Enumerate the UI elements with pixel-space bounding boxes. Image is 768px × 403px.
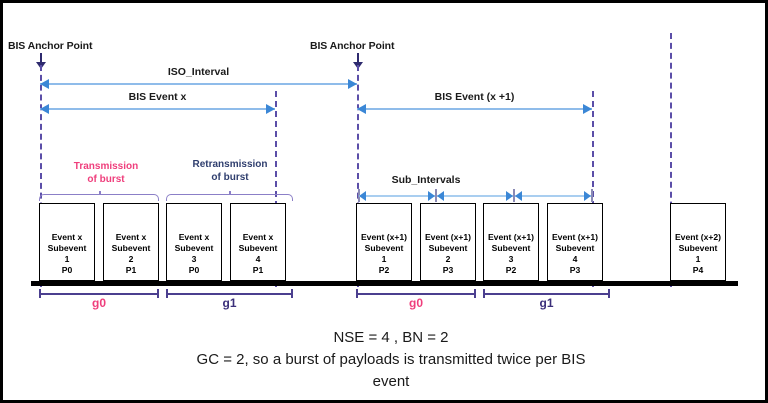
caption-line-2: GC = 2, so a burst of payloads is transm… xyxy=(196,351,586,368)
subevent-index: 1 xyxy=(695,254,701,264)
subevent-box: Event (x+1) Subevent 3 P2 xyxy=(483,203,539,281)
subevent-box: Event x Subevent 4 P1 xyxy=(230,203,286,281)
iso-interval-arrow xyxy=(40,79,357,89)
subevent-word: Subevent xyxy=(678,243,718,253)
sub-intervals-label: Sub_Intervals xyxy=(391,174,461,186)
subevent-payload: P3 xyxy=(569,265,581,275)
subevent-event: Event x xyxy=(115,232,147,242)
guide-line-event-x1-end xyxy=(592,91,594,287)
subevent-index: 2 xyxy=(445,254,451,264)
retransmission-line-1: Retransmission xyxy=(192,159,268,170)
retransmission-brace xyxy=(166,191,293,201)
subevent-word: Subevent xyxy=(364,243,404,253)
subevent-word: Subevent xyxy=(47,243,87,253)
sub-interval-arrow-1 xyxy=(359,191,435,201)
subevent-event: Event (x+1) xyxy=(360,232,408,242)
subevent-word: Subevent xyxy=(491,243,531,253)
gap-label-g1-2: g1 xyxy=(539,296,554,310)
subevent-word: Subevent xyxy=(555,243,595,253)
subevent-payload: P0 xyxy=(188,265,200,275)
subevent-payload: P2 xyxy=(505,265,517,275)
bis-event-x-label: BIS Event x xyxy=(128,91,187,103)
subevent-box: Event (x+1) Subevent 2 P3 xyxy=(420,203,476,281)
gap-bar-g1-1 xyxy=(166,289,293,298)
subevent-word: Subevent xyxy=(111,243,151,253)
timeline-baseline xyxy=(31,281,738,286)
subevent-payload: P3 xyxy=(442,265,454,275)
subevent-index: 1 xyxy=(64,254,70,264)
subevent-box: Event (x+1) Subevent 4 P3 xyxy=(547,203,603,281)
caption-block: NSE = 4 , BN = 2 GC = 2, so a burst of p… xyxy=(3,327,765,393)
retransmission-of-burst-label: Retransmission of burst xyxy=(165,158,295,184)
subevent-payload: P1 xyxy=(252,265,264,275)
subevent-word: Subevent xyxy=(238,243,278,253)
gap-bar-g0-1 xyxy=(39,289,159,298)
guide-line-event-x-end xyxy=(275,91,277,287)
transmission-brace xyxy=(39,191,159,201)
subevent-index: 4 xyxy=(572,254,578,264)
bis-event-x-plus-1-label: BIS Event (x +1) xyxy=(434,91,515,103)
transmission-of-burst-label: Transmission of burst xyxy=(46,160,166,186)
anchor-point-label-2: BIS Anchor Point xyxy=(310,40,395,52)
guide-line-anchor-1 xyxy=(40,65,42,287)
subevent-box: Event x Subevent 2 P1 xyxy=(103,203,159,281)
sub-interval-tick-3 xyxy=(513,189,515,202)
guide-line-anchor-2 xyxy=(357,65,359,287)
bis-event-x-arrow xyxy=(40,104,275,114)
subevent-event: Event x xyxy=(242,232,274,242)
subevent-event: Event (x+2) xyxy=(674,232,722,242)
sub-interval-tick-1 xyxy=(358,189,360,202)
subevent-index: 4 xyxy=(255,254,261,264)
caption-line-3: event xyxy=(372,373,410,390)
sub-interval-tick-4 xyxy=(591,189,593,202)
subevent-payload: P1 xyxy=(125,265,137,275)
subevent-box: Event (x+2) Subevent 1 P4 xyxy=(670,203,726,281)
subevent-event: Event (x+1) xyxy=(551,232,599,242)
subevent-payload: P0 xyxy=(61,265,73,275)
gap-label-g0-1: g0 xyxy=(91,296,106,310)
gap-bar-g0-2 xyxy=(356,289,476,298)
transmission-line-2: of burst xyxy=(87,174,125,185)
subevent-index: 3 xyxy=(191,254,197,264)
sub-interval-tick-2 xyxy=(435,189,437,202)
anchor-point-label-1: BIS Anchor Point xyxy=(8,40,93,52)
subevent-box: Event x Subevent 3 P0 xyxy=(166,203,222,281)
subevent-index: 3 xyxy=(508,254,514,264)
subevent-box: Event x Subevent 1 P0 xyxy=(39,203,95,281)
subevent-event: Event (x+1) xyxy=(424,232,472,242)
sub-interval-arrow-3 xyxy=(515,191,591,201)
subevent-payload: P4 xyxy=(692,265,704,275)
subevent-box: Event (x+1) Subevent 1 P2 xyxy=(356,203,412,281)
subevent-event: Event (x+1) xyxy=(487,232,535,242)
sub-interval-arrow-2 xyxy=(437,191,513,201)
subevent-payload: P2 xyxy=(378,265,390,275)
caption-line-1: NSE = 4 , BN = 2 xyxy=(333,329,449,346)
guide-line-event-x2 xyxy=(670,33,672,287)
subevent-word: Subevent xyxy=(428,243,468,253)
gap-label-g0-2: g0 xyxy=(408,296,423,310)
gap-bar-g1-2 xyxy=(483,289,610,298)
gap-label-g1-1: g1 xyxy=(222,296,237,310)
transmission-line-1: Transmission xyxy=(73,161,139,172)
subevent-event: Event x xyxy=(178,232,210,242)
subevent-index: 2 xyxy=(128,254,134,264)
retransmission-line-2: of burst xyxy=(211,172,249,183)
subevent-word: Subevent xyxy=(174,243,214,253)
bis-event-x-plus-1-arrow xyxy=(357,104,592,114)
subevent-event: Event x xyxy=(51,232,83,242)
iso-interval-label: ISO_Interval xyxy=(167,66,230,78)
subevent-index: 1 xyxy=(381,254,387,264)
